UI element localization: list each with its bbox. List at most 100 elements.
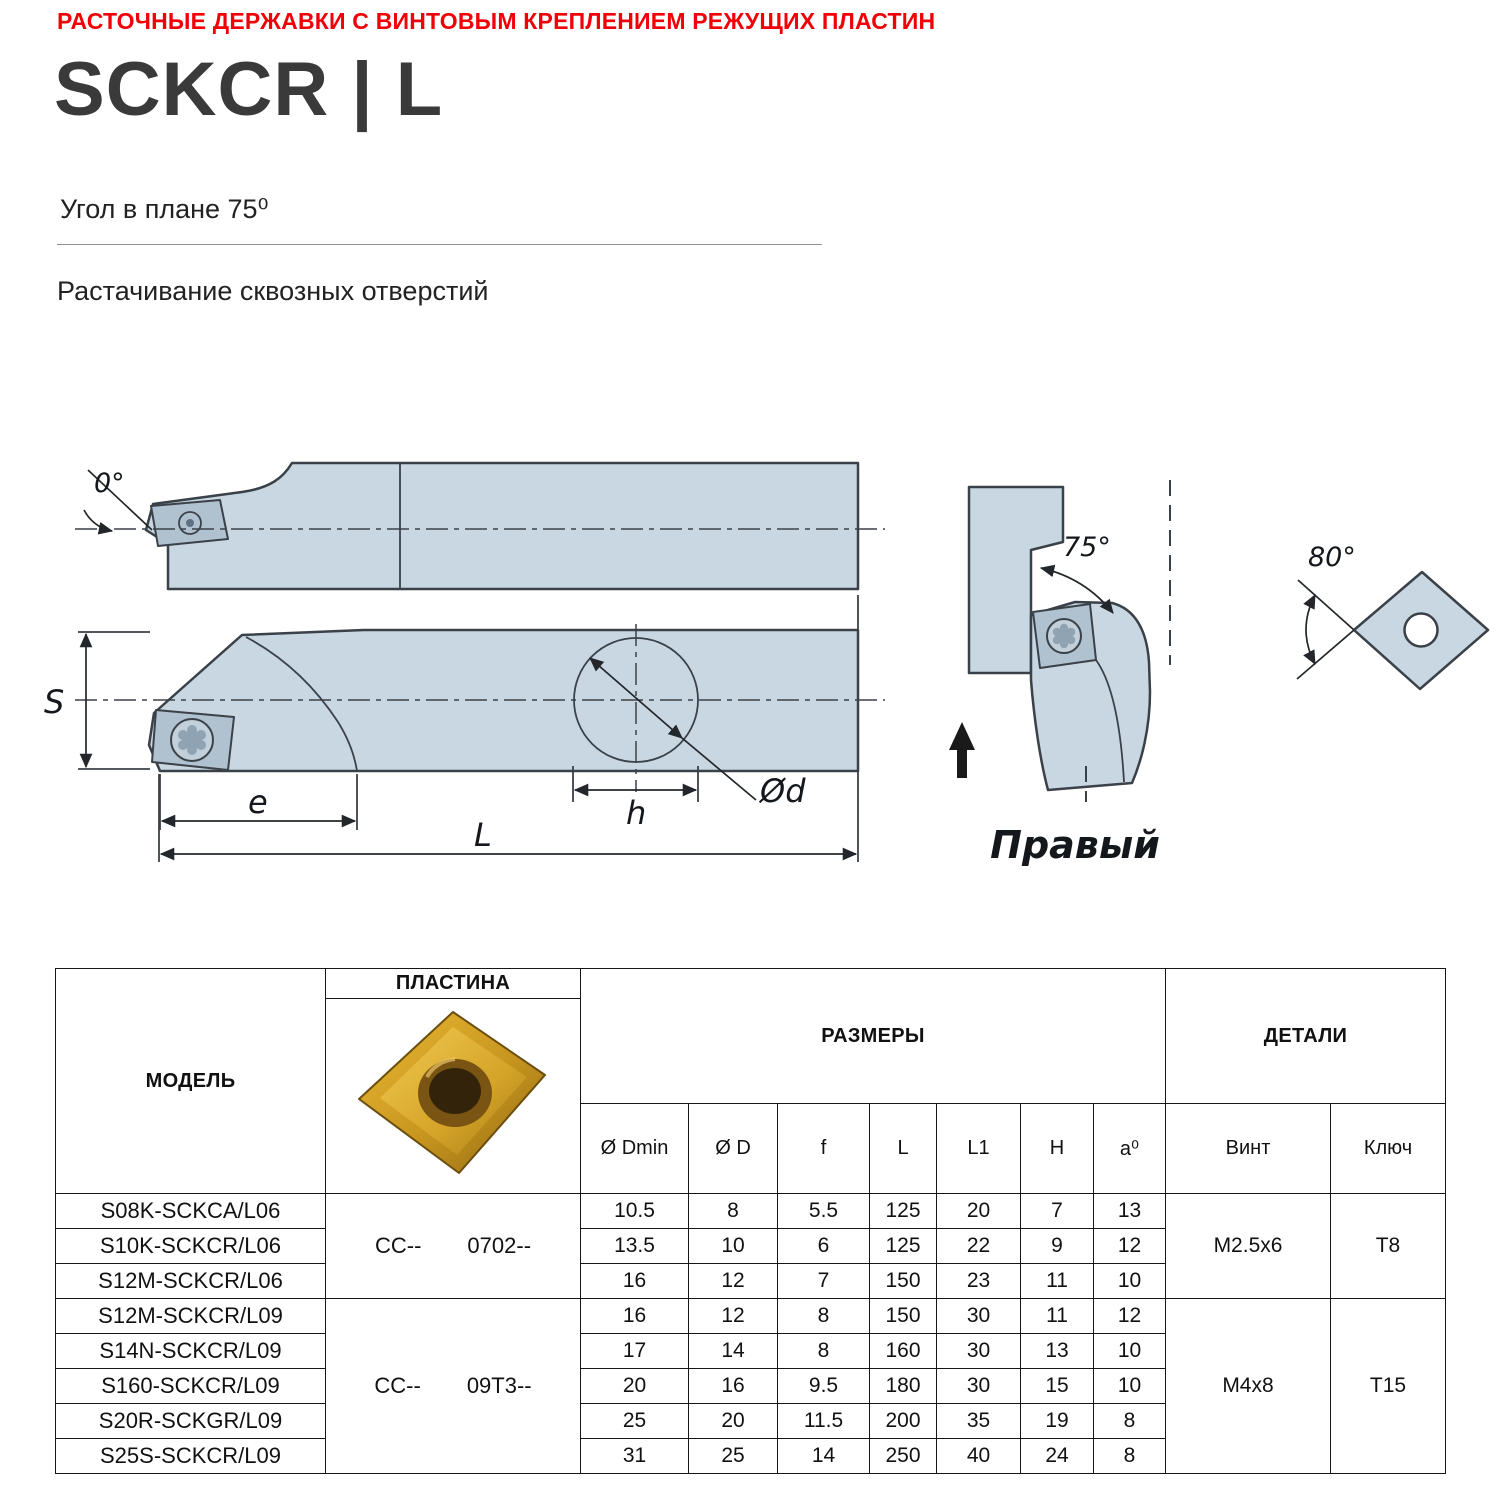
dim-cell: 10 <box>1093 1368 1166 1404</box>
screw-cell: M2.5x6 <box>1165 1193 1331 1299</box>
plate-code-cell: CC-- 0702-- <box>325 1193 581 1299</box>
plan-angle-text: Угол в плане 75⁰ <box>60 194 269 224</box>
table-row: S08K-SCKCA/L06 CC-- 0702-- 10.5 8 5.5 12… <box>55 1193 1446 1299</box>
plate-code-suffix: 0702-- <box>467 1233 532 1258</box>
col-header-model: МОДЕЛЬ <box>55 968 326 1194</box>
dim-cell: 35 <box>936 1403 1021 1439</box>
dim-cell: 5.5 <box>777 1193 870 1229</box>
dim-cell: 180 <box>869 1368 937 1404</box>
model-cell: S160-SCKCR/L09 <box>55 1368 326 1404</box>
col-header-plate: ПЛАСТИНА <box>325 968 581 999</box>
dim-cell: 11 <box>1020 1298 1094 1334</box>
dim-cell: 12 <box>688 1298 778 1334</box>
feed-direction-arrow-icon <box>949 722 975 778</box>
dim-cell: 19 <box>1020 1403 1094 1439</box>
table-row: S10K-SCKCR/L06 13.5 10 6 125 22 9 12 <box>55 1228 1446 1264</box>
angle-zero-label: 0° <box>94 468 125 499</box>
dim-cell: 16 <box>580 1263 689 1299</box>
insert-shape-drawing: 80° <box>1296 542 1490 691</box>
dim-label-d: Ød <box>758 772 806 810</box>
table-row: S25S-SCKCR/L09 31 25 14 250 40 24 8 <box>55 1438 1446 1474</box>
dim-cell: 6 <box>777 1228 870 1264</box>
size-col-h: H <box>1020 1103 1094 1194</box>
model-cell: S08K-SCKCA/L06 <box>55 1193 326 1229</box>
dim-cell: 25 <box>580 1403 689 1439</box>
dim-cell: 25 <box>688 1438 778 1474</box>
dim-cell: 20 <box>688 1403 778 1439</box>
plate-code-cell: CC-- 09T3-- <box>325 1298 581 1474</box>
top-view-drawing: S e h Ød L <box>44 595 885 862</box>
spec-table-wrap: МОДЕЛЬ ПЛАСТИНА РАЗМЕРЫ ДЕТАЛИ <box>55 968 1446 1474</box>
dim-cell: 11 <box>1020 1263 1094 1299</box>
technical-drawing: 0° S e h Ød <box>44 461 1490 867</box>
plate-code-prefix: CC-- <box>374 1233 422 1258</box>
dim-cell: 10 <box>1093 1263 1166 1299</box>
dim-cell: 160 <box>869 1333 937 1369</box>
dim-cell: 22 <box>936 1228 1021 1264</box>
dim-cell: 23 <box>936 1263 1021 1299</box>
dim-cell: 8 <box>1093 1438 1166 1474</box>
hand-orientation-drawing: 75° Правый <box>949 480 1171 867</box>
dim-cell: 12 <box>1093 1298 1166 1334</box>
angle-80-label: 80° <box>1308 542 1356 573</box>
dim-cell: 12 <box>1093 1228 1166 1264</box>
model-cell: S20R-SCKGR/L09 <box>55 1403 326 1439</box>
model-cell: S10K-SCKCR/L06 <box>55 1228 326 1264</box>
dim-cell: 30 <box>936 1333 1021 1369</box>
torx-screw-icon <box>178 725 206 755</box>
dim-cell: 9.5 <box>777 1368 870 1404</box>
angle-75-label: 75° <box>1063 532 1111 563</box>
dim-cell: 30 <box>936 1298 1021 1334</box>
dim-cell: 125 <box>869 1193 937 1229</box>
dim-cell: 7 <box>777 1263 870 1299</box>
dim-cell: 14 <box>688 1333 778 1369</box>
size-col-a: a⁰ <box>1093 1103 1166 1194</box>
dim-cell: 9 <box>1020 1228 1094 1264</box>
spec-table: МОДЕЛЬ ПЛАСТИНА РАЗМЕРЫ ДЕТАЛИ <box>55 968 1446 1474</box>
dim-cell: 8 <box>777 1333 870 1369</box>
dim-cell: 15 <box>1020 1368 1094 1404</box>
model-cell: S12M-SCKCR/L09 <box>55 1298 326 1334</box>
dim-cell: 31 <box>580 1438 689 1474</box>
plate-code-suffix: 09T3-- <box>466 1373 532 1398</box>
model-cell: S14N-SCKCR/L09 <box>55 1333 326 1369</box>
dim-label-e: e <box>248 783 268 821</box>
dim-cell: 13 <box>1093 1193 1166 1229</box>
dim-label-l: L <box>474 816 492 854</box>
dim-cell: 8 <box>777 1298 870 1334</box>
size-col-l: L <box>869 1103 937 1194</box>
table-row: S12M-SCKCR/L06 16 12 7 150 23 11 10 <box>55 1263 1446 1299</box>
insert-photo-cell <box>325 998 581 1194</box>
size-col-l1: L1 <box>936 1103 1021 1194</box>
dim-cell: 20 <box>936 1193 1021 1229</box>
torx-screw-icon <box>1052 623 1076 649</box>
dim-cell: 16 <box>688 1368 778 1404</box>
dim-cell: 13 <box>1020 1333 1094 1369</box>
dim-cell: 12 <box>688 1263 778 1299</box>
dim-cell: 10 <box>688 1228 778 1264</box>
size-col-d: Ø D <box>688 1103 778 1194</box>
insert-photo <box>358 1011 546 1174</box>
dim-cell: 10 <box>1093 1333 1166 1369</box>
dim-label-h: h <box>626 794 646 832</box>
col-header-sizes: РАЗМЕРЫ <box>580 968 1166 1104</box>
page-title: SCKCR | L <box>54 47 444 132</box>
col-header-details: ДЕТАЛИ <box>1165 968 1446 1104</box>
divider-rule <box>57 244 822 245</box>
dim-cell: 250 <box>869 1438 937 1474</box>
side-view-drawing: 0° <box>75 461 885 591</box>
model-cell: S12M-SCKCR/L06 <box>55 1263 326 1299</box>
key-cell: T8 <box>1330 1193 1446 1299</box>
dim-cell: 150 <box>869 1298 937 1334</box>
dim-cell: 16 <box>580 1298 689 1334</box>
page-kicker: РАСТОЧНЫЕ ДЕРЖАВКИ С ВИНТОВЫМ КРЕПЛЕНИЕМ… <box>57 8 936 34</box>
dim-cell: 7 <box>1020 1193 1094 1229</box>
application-text: Растачивание сквозных отверстий <box>57 276 489 306</box>
dim-cell: 10.5 <box>580 1193 689 1229</box>
size-col-f: f <box>777 1103 870 1194</box>
dim-cell: 30 <box>936 1368 1021 1404</box>
dim-cell: 125 <box>869 1228 937 1264</box>
key-cell: T15 <box>1330 1298 1446 1474</box>
detail-col-key: Ключ <box>1330 1103 1446 1194</box>
dim-cell: 11.5 <box>777 1403 870 1439</box>
